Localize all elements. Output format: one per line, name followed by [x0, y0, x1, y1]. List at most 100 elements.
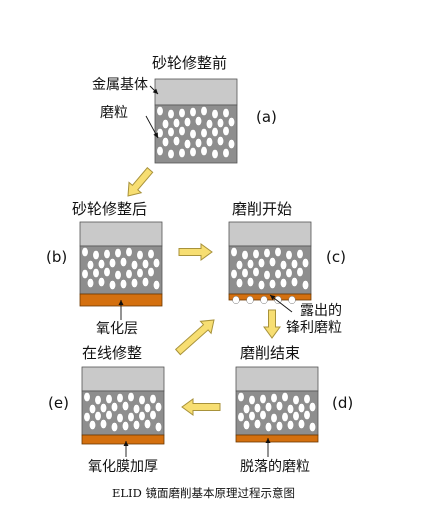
abrasive-grain	[241, 250, 249, 260]
abrasive-grain	[127, 412, 135, 422]
abrasive-grain	[228, 139, 235, 149]
abrasive-grain	[254, 403, 261, 413]
abrasive-grain	[167, 127, 175, 137]
abrasive-grain	[285, 250, 293, 260]
abrasive-grain	[263, 248, 271, 258]
label-exposed-line2: 锋利磨粒	[286, 320, 342, 336]
abrasive-grain	[309, 422, 316, 432]
abrasive-grain	[200, 146, 208, 156]
wheel-e	[81, 366, 165, 445]
arrow-e-to-c	[174, 319, 215, 356]
panel-a-title: 砂轮修整前	[152, 54, 228, 72]
wheel-b	[79, 221, 163, 307]
abrasive-grain	[276, 401, 283, 411]
abrasive-grain	[252, 267, 260, 277]
exposed-grain	[260, 295, 268, 305]
abrasive-grain	[298, 403, 305, 413]
abrasive-grain	[116, 413, 124, 423]
metal-base-layer	[235, 366, 319, 392]
abrasive-grain	[285, 268, 293, 278]
abrasive-grain	[195, 138, 202, 148]
abrasive-grain	[153, 258, 160, 268]
abrasive-grain	[162, 119, 169, 129]
metal-base-layer	[228, 221, 312, 247]
abrasive-grain	[127, 392, 135, 402]
abrasive-grain	[131, 278, 138, 288]
abrasive-grain	[281, 392, 289, 402]
label-exposed-line1: 露出的	[300, 303, 342, 319]
label-metal-base: 金属基体	[92, 77, 148, 93]
abrasive-grain	[230, 247, 238, 257]
label-oxide-layer: 氧化层	[96, 321, 138, 337]
arrow-a-to-b	[127, 167, 154, 197]
abrasive-grain	[222, 126, 230, 136]
abrasive-grain	[269, 257, 276, 267]
exposed-grain	[288, 295, 296, 305]
abrasive-grain	[280, 278, 287, 288]
exposed-grain	[246, 295, 254, 305]
abrasive-grain	[122, 401, 129, 411]
abrasive-grain	[87, 278, 94, 288]
abrasive-grain	[167, 109, 175, 119]
label-abrasive-grit: 磨粒	[100, 105, 128, 121]
abrasive-grain	[228, 117, 235, 127]
abrasive-grain	[237, 412, 245, 422]
wheel-c	[228, 221, 312, 305]
abrasive-grain	[87, 260, 94, 270]
panel-c-title: 磨削开始	[232, 200, 293, 218]
abrasive-grain	[274, 269, 282, 279]
panel-b-tag: (b)	[46, 248, 68, 266]
panel-c-tag: (c)	[326, 248, 346, 266]
abrasive-grain	[147, 267, 155, 277]
abrasive-grain	[136, 250, 144, 260]
abrasive-grain	[111, 402, 118, 412]
abrasive-grain	[138, 395, 146, 405]
abrasive-grain	[114, 248, 122, 258]
abrasive-grain	[200, 128, 208, 138]
abrasive-grain	[155, 422, 162, 432]
abrasive-grain	[237, 392, 245, 402]
abrasive-grain	[153, 280, 160, 290]
abrasive-grain	[89, 420, 96, 430]
abrasive-grain	[270, 393, 278, 403]
abrasive-grain	[222, 108, 230, 118]
panel-e-tag: (e)	[48, 394, 69, 412]
abrasive-grain	[133, 420, 140, 430]
abrasive-grain	[173, 118, 180, 128]
abrasive-grain	[147, 249, 155, 259]
abrasive-grain	[252, 249, 260, 259]
abrasive-grain	[236, 278, 243, 288]
abrasive-grain	[120, 279, 127, 289]
oxide-layer	[235, 434, 319, 443]
abrasive-grain	[287, 404, 294, 414]
abrasive-grain	[105, 394, 113, 404]
abrasive-grain	[281, 412, 289, 422]
abrasive-grain	[303, 394, 311, 404]
abrasive-grain	[302, 280, 309, 290]
abrasive-grain	[206, 137, 213, 147]
abrasive-grain	[162, 137, 169, 147]
pointer-shed-grit-head	[265, 438, 271, 443]
abrasive-grain	[258, 280, 265, 290]
abrasive-grain	[83, 412, 91, 422]
abrasive-grain	[222, 148, 230, 158]
abrasive-grain	[292, 411, 300, 421]
abrasive-grain	[131, 260, 138, 270]
abrasive-grain	[109, 280, 116, 290]
abrasive-grain	[109, 258, 116, 268]
abrasive-grain	[116, 393, 124, 403]
abrasive-grain	[206, 119, 213, 129]
wheel-a	[154, 78, 238, 164]
abrasive-grain	[184, 117, 191, 127]
abrasive-grain	[81, 269, 89, 279]
abrasive-grain	[211, 149, 219, 159]
abrasive-grain	[195, 116, 202, 126]
abrasive-grain	[98, 277, 105, 287]
panel-d-tag: (d)	[332, 394, 354, 412]
abrasive-grain	[276, 421, 283, 431]
abrasive-grain	[94, 411, 102, 421]
exposed-grain	[232, 295, 240, 305]
oxide-layer	[81, 434, 165, 445]
pointer-oxide-thickened-head	[123, 441, 129, 446]
abrasive-grain	[236, 260, 243, 270]
